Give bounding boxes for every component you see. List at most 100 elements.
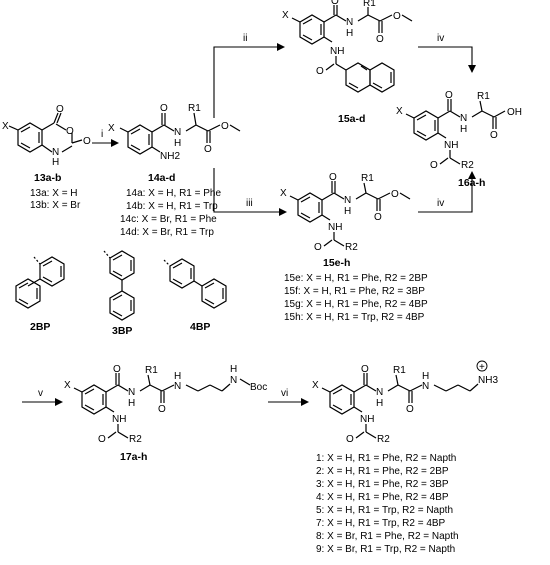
- final-compound-line: 8: X = Br, R1 = Phe, R2 = Napth: [316, 531, 459, 542]
- atom-h: H: [376, 398, 383, 409]
- compound-15e-h-structure: [289, 181, 411, 247]
- atom-r1: R1: [361, 173, 374, 184]
- atom-n: N: [174, 127, 181, 138]
- compound-14b-line: 14b: X = H, R1 = Trp: [126, 201, 218, 212]
- atom-h: H: [174, 138, 181, 149]
- atom-n: N: [422, 381, 429, 392]
- final-compound-line: 4: X = H, R1 = Phe, R2 = 4BP: [316, 492, 449, 503]
- atom-r1: R1: [363, 0, 376, 9]
- atom-n: N: [230, 375, 237, 386]
- atom-nh: NH: [360, 414, 374, 425]
- atom-o: O: [83, 136, 91, 147]
- compound-13-label: 13a-b: [34, 172, 61, 184]
- atom-o: O: [98, 434, 106, 445]
- reagent-iii: iii: [246, 198, 253, 209]
- compound-15h-line: 15h: X = H, R1 = Trp, R2 = 4BP: [284, 312, 425, 323]
- reagent-ii: ii: [243, 33, 247, 44]
- compound-17-structure: [73, 373, 251, 439]
- atom-x: X: [108, 123, 115, 134]
- atom-n: N: [52, 147, 59, 158]
- atom-o: O: [329, 172, 337, 183]
- atom-o: O: [221, 121, 229, 132]
- arrow-step-ii: [213, 43, 285, 118]
- charge-plus: +: [479, 362, 485, 373]
- compound-15g-line: 15g: X = H, R1 = Phe, R2 = 4BP: [284, 299, 428, 310]
- atom-oh: OH: [507, 107, 522, 118]
- reagent-v: v: [38, 388, 43, 399]
- atom-o: O: [376, 34, 384, 45]
- compound-14-label: 14a-d: [148, 172, 175, 184]
- atom-o: O: [445, 90, 453, 101]
- arrow-step-iv-bottom: [418, 171, 476, 213]
- atom-o: O: [158, 404, 166, 415]
- atom-n: N: [460, 113, 467, 124]
- atom-nh: NH: [330, 46, 344, 57]
- final-compound-line: 5: X = H, R1 = Trp, R2 = Napth: [316, 505, 453, 516]
- atom-o: O: [361, 364, 369, 375]
- final-compound-structure: [321, 360, 488, 439]
- atom-n: N: [346, 17, 353, 28]
- atom-r1: R1: [145, 365, 158, 376]
- atom-o: O: [393, 11, 401, 22]
- atom-o: O: [331, 0, 339, 7]
- compound-14a-line: 14a: X = H, R1 = Phe: [126, 188, 221, 199]
- reagent-iv-top: iv: [437, 33, 444, 44]
- arrow-step-iii: [213, 168, 287, 216]
- atom-o: O: [113, 364, 121, 375]
- atom-o: O: [160, 103, 168, 114]
- substituent-2bp-structure: [15, 256, 65, 309]
- atom-n: N: [128, 387, 135, 398]
- atom-r2: R2: [461, 160, 474, 171]
- compound-14c-line: 14c: X = Br, R1 = Phe: [120, 214, 217, 225]
- compound-13a-line: 13a: X = H: [30, 188, 78, 199]
- compound-16-structure: [405, 99, 506, 165]
- atom-h: H: [52, 157, 59, 168]
- atom-boc: Boc: [250, 382, 267, 393]
- atom-o: O: [406, 404, 414, 415]
- atom-h: H: [128, 398, 135, 409]
- atom-h: H: [346, 28, 353, 39]
- atom-o: O: [66, 126, 74, 137]
- final-compound-line: 2: X = H, R1 = Phe, R2 = 2BP: [316, 466, 449, 477]
- atom-nh2: NH2: [160, 151, 180, 162]
- atom-n: N: [376, 387, 383, 398]
- atom-o: O: [490, 130, 498, 141]
- atom-r1: R1: [477, 91, 490, 102]
- atom-nh: NH: [444, 140, 458, 151]
- atom-h: H: [344, 206, 351, 217]
- atom-r2: R2: [377, 434, 390, 445]
- compound-15e-h-label: 15e-h: [323, 257, 350, 269]
- atom-n: N: [344, 195, 351, 206]
- final-compound-line: 7: X = H, R1 = Trp, R2 = 4BP: [316, 518, 446, 529]
- compound-17-label: 17a-h: [120, 451, 147, 463]
- final-compound-line: 9: X = Br, R1 = Trp, R2 = Napth: [316, 544, 455, 555]
- atom-x: X: [2, 121, 9, 132]
- atom-r1: R1: [188, 103, 201, 114]
- substituent-4bp-label: 4BP: [190, 321, 210, 333]
- atom-o: O: [346, 434, 354, 445]
- final-compound-line: 3: X = H, R1 = Phe, R2 = 3BP: [316, 479, 449, 490]
- arrow-step-iv-top: [418, 46, 476, 73]
- atom-nh: NH: [112, 414, 126, 425]
- compound-15a-d-label: 15a-d: [338, 113, 365, 125]
- atom-o: O: [314, 242, 322, 253]
- atom-r2: R2: [345, 242, 358, 253]
- compound-14-structure: [119, 112, 241, 155]
- compound-15f-line: 15f: X = H, R1 = Phe, R2 = 3BP: [284, 286, 425, 297]
- atom-n: N: [174, 381, 181, 392]
- atom-nh: NH: [328, 222, 342, 233]
- atom-o: O: [391, 189, 399, 200]
- compound-13-structure: [8, 112, 83, 153]
- atom-r2: R2: [129, 434, 142, 445]
- atom-x: X: [64, 380, 71, 391]
- atom-nh3: NH3: [478, 375, 498, 386]
- atom-x: X: [282, 10, 289, 21]
- compound-14d-line: 14d: X = Br, R1 = Trp: [120, 227, 214, 238]
- compound-13b-line: 13b: X = Br: [30, 200, 81, 211]
- atom-o: O: [204, 144, 212, 155]
- atom-r1: R1: [393, 365, 406, 376]
- atom-x: X: [280, 188, 287, 199]
- final-compound-line: 1: X = H, R1 = Phe, R2 = Napth: [316, 453, 456, 464]
- reagent-iv-bottom: iv: [437, 198, 444, 209]
- atom-h: H: [460, 124, 467, 135]
